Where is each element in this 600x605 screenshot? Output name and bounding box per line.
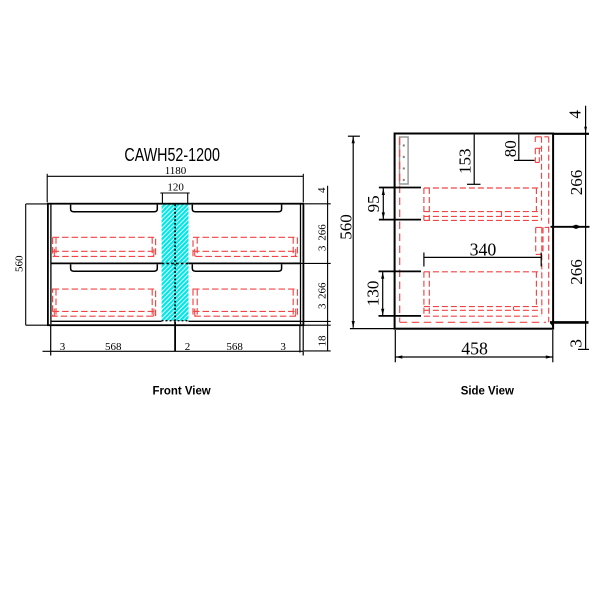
- svg-text:153: 153: [456, 148, 475, 174]
- svg-text:560: 560: [14, 255, 26, 272]
- svg-text:4: 4: [316, 187, 328, 193]
- svg-text:4: 4: [566, 110, 585, 119]
- svg-text:95: 95: [364, 195, 383, 212]
- svg-text:CAWH52-1200: CAWH52-1200: [124, 144, 219, 165]
- svg-text:3: 3: [60, 341, 66, 353]
- svg-text:18: 18: [316, 335, 328, 347]
- svg-text:3: 3: [316, 245, 328, 251]
- svg-text:3: 3: [567, 339, 586, 348]
- svg-text:266: 266: [316, 282, 328, 299]
- svg-text:130: 130: [364, 281, 383, 307]
- svg-text:3: 3: [280, 341, 286, 353]
- svg-text:Side View: Side View: [461, 384, 515, 398]
- svg-text:120: 120: [167, 182, 184, 194]
- svg-text:266: 266: [567, 259, 586, 285]
- svg-text:560: 560: [337, 214, 356, 240]
- svg-text:3: 3: [316, 303, 328, 309]
- svg-text:80: 80: [501, 140, 520, 157]
- svg-text:266: 266: [567, 170, 586, 196]
- svg-text:1180: 1180: [165, 165, 187, 177]
- svg-text:568: 568: [226, 341, 243, 353]
- svg-text:458: 458: [461, 339, 488, 359]
- svg-text:340: 340: [470, 240, 497, 260]
- svg-text:568: 568: [105, 341, 122, 353]
- svg-text:2: 2: [185, 341, 191, 353]
- svg-text:266: 266: [316, 224, 328, 241]
- svg-text:Front View: Front View: [153, 384, 212, 398]
